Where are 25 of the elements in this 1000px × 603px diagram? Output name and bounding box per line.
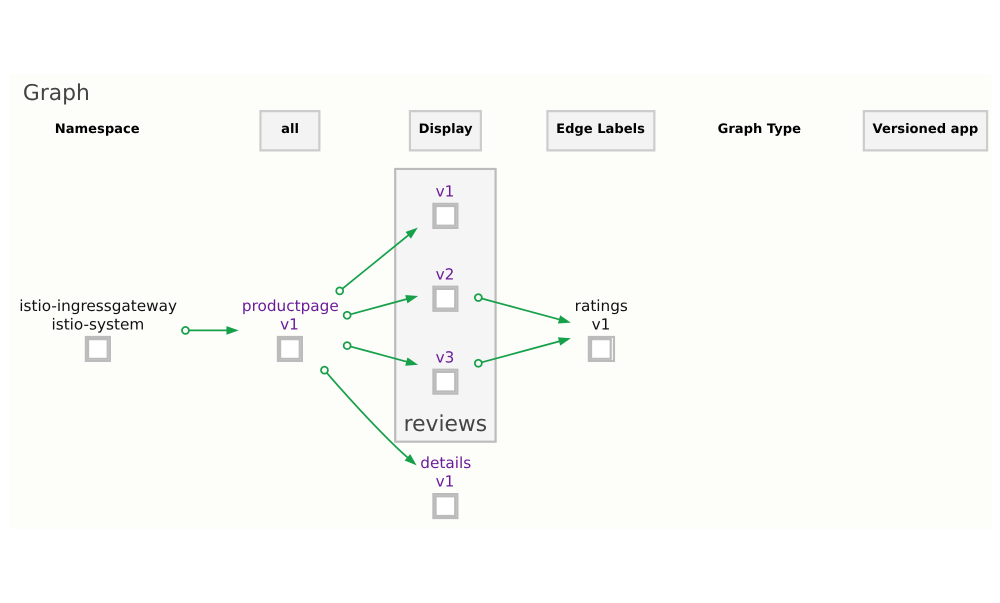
arrow: [180, 326, 238, 335]
node-label: v1: [280, 316, 298, 334]
label: Graph Type: [717, 122, 800, 138]
node-label: ratings: [574, 296, 628, 315]
node-label: istio-system: [51, 316, 144, 334]
arrow: [334, 228, 418, 296]
node-label: v1: [591, 316, 610, 334]
node-label: v2: [435, 265, 454, 284]
label: Edge Labels: [556, 122, 644, 138]
label: Namespace: [54, 122, 140, 138]
diagram-title: Graph: [22, 81, 90, 106]
arrow: [342, 341, 418, 366]
label: Versioned app: [872, 122, 978, 138]
label: Display: [418, 122, 472, 138]
arrow: [320, 366, 416, 466]
arrow: [342, 295, 418, 320]
node-label: v1: [435, 182, 454, 200]
label: all: [280, 122, 298, 138]
node-label: v1: [435, 472, 454, 491]
node-label: istio-ingressgateway: [18, 296, 177, 315]
arrow: [473, 337, 570, 368]
arrow: [473, 293, 570, 324]
node-label: productpage: [241, 296, 338, 315]
node-label: v3: [435, 348, 454, 366]
node-label: details: [420, 454, 471, 472]
